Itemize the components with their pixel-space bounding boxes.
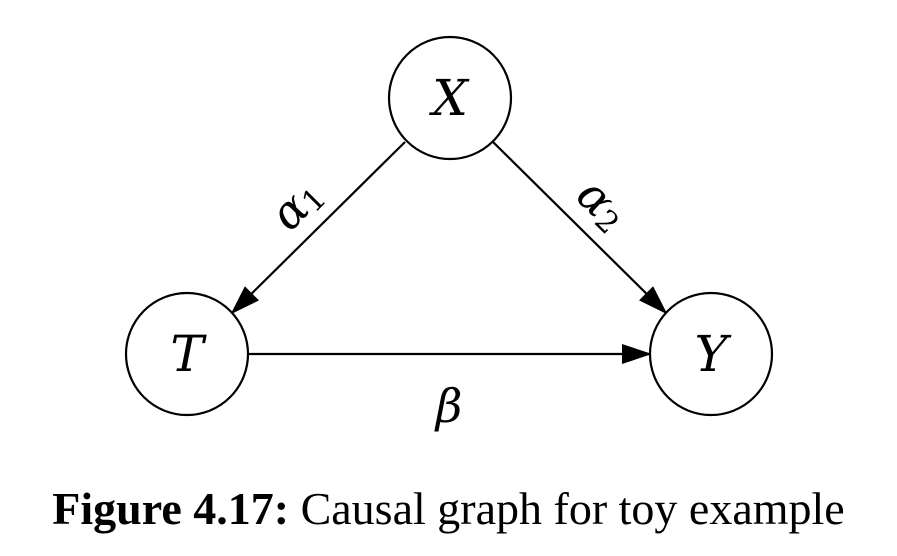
- edge-label-alpha2: α2: [566, 167, 640, 241]
- node-x: X: [387, 35, 513, 161]
- edge-label-beta: β: [434, 379, 463, 433]
- node-x-label: X: [428, 69, 470, 127]
- svg-text:α2: α2: [566, 167, 640, 241]
- node-t-label: T: [170, 325, 207, 383]
- figure-caption: Figure 4.17: Causal graph for toy exampl…: [0, 482, 897, 535]
- edge-label-alpha1: α1: [259, 167, 333, 241]
- node-y: Y: [648, 291, 774, 417]
- node-t: T: [124, 291, 250, 417]
- edge-x-to-t: [230, 141, 406, 315]
- edge-x-to-y: [492, 141, 668, 315]
- figure-number: Figure 4.17:: [52, 483, 290, 534]
- svg-text:α1: α1: [259, 167, 333, 241]
- node-y-label: Y: [694, 325, 731, 383]
- causal-graph: X T Y α1 α2 β: [124, 35, 774, 433]
- figure-caption-text: Causal graph for toy example: [300, 483, 845, 534]
